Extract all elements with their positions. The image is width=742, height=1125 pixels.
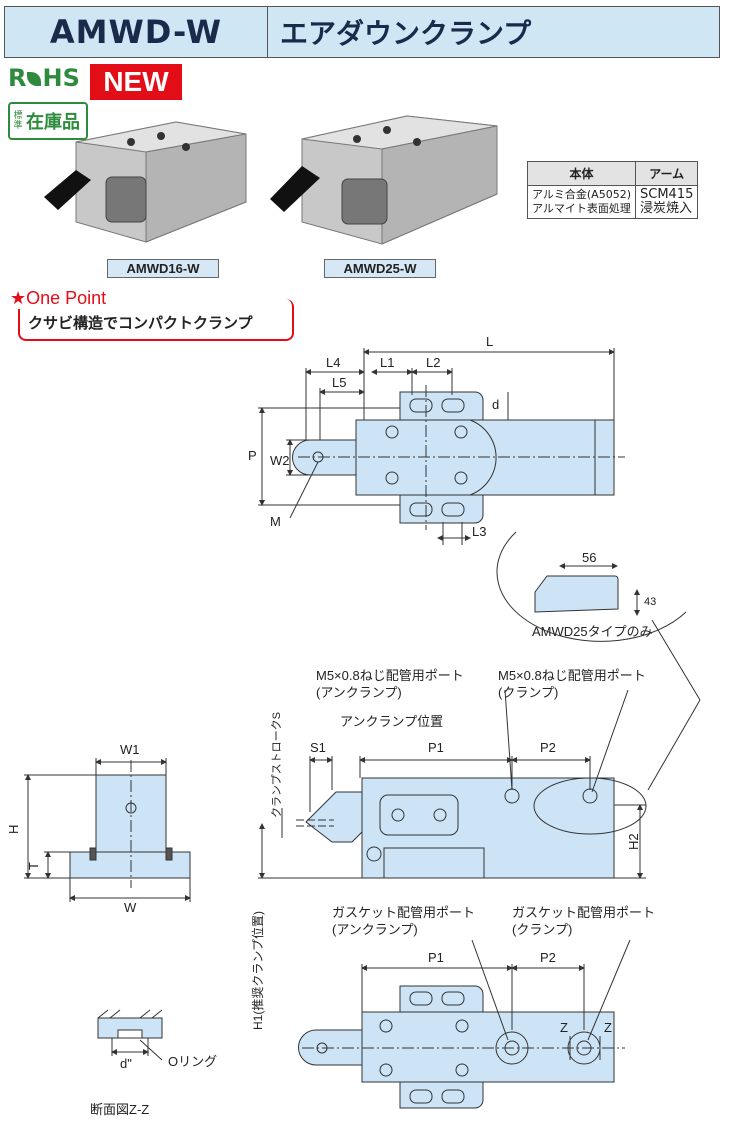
- h1-label: H1(推奨クランプ位置): [250, 911, 265, 1030]
- stock-badge: 標準 在庫品: [8, 102, 88, 140]
- dim-T: T: [26, 862, 41, 870]
- clamp-stroke-label: クランプストロークS: [270, 712, 283, 818]
- dim-L3: L3: [472, 524, 486, 539]
- m5-clamp-line2: (クランプ): [498, 685, 558, 700]
- arm-material-line1: SCM415: [640, 187, 694, 202]
- new-badge: NEW: [90, 64, 182, 100]
- dim-P: P: [248, 448, 257, 463]
- section-mark-left: Z: [560, 1020, 568, 1035]
- gasket-unclamp-line2: (アンクランプ): [332, 922, 418, 937]
- detail-height: 43: [644, 596, 656, 608]
- oring-label: Oリング: [168, 1054, 217, 1069]
- dim-P2: P2: [540, 740, 556, 755]
- body-material: アルミ合金(A5052)アルマイト表面処理: [527, 185, 636, 219]
- dim-W: W: [124, 900, 137, 915]
- dim-L5: L5: [332, 375, 346, 390]
- product-title: エアダウンクランプ: [280, 17, 532, 50]
- dim-P1-bottom: P1: [428, 950, 444, 965]
- title-bar: AMWD-W エアダウンクランプ: [4, 6, 720, 58]
- one-point-label: ★One Point: [10, 288, 111, 309]
- product-photo-amwd16: [44, 121, 247, 243]
- section-mark-right: Z: [604, 1020, 612, 1035]
- dim-d-double: d": [120, 1056, 132, 1071]
- unclamp-position: アンクランプ位置: [340, 714, 443, 729]
- m5-unclamp-line2: (アンクランプ): [316, 685, 402, 700]
- dim-H2: H2: [626, 833, 641, 850]
- body-material-line1: アルミ合金(A5052): [532, 188, 631, 201]
- caption-amwd25: AMWD25-W: [324, 259, 436, 278]
- dim-L: L: [486, 334, 493, 349]
- body-material-line2: アルマイト表面処理: [532, 202, 631, 215]
- dim-H: H: [6, 825, 21, 834]
- model-name: AMWD-W: [5, 7, 268, 57]
- gasket-unclamp-line1: ガスケット配管用ポート: [332, 905, 475, 920]
- arm-header: アーム: [634, 161, 699, 186]
- m5-unclamp-line1: M5×0.8ねじ配管用ポート: [316, 668, 464, 683]
- standard-label: 標準: [13, 111, 23, 131]
- dim-M: M: [270, 514, 281, 529]
- dim-P2-bottom: P2: [540, 950, 556, 965]
- dim-L2: L2: [426, 355, 440, 370]
- dim-d: d: [492, 397, 499, 412]
- gasket-clamp-line2: (クランプ): [512, 922, 572, 937]
- dim-W2: W2: [270, 453, 290, 468]
- gasket-clamp-line1: ガスケット配管用ポート: [512, 905, 655, 920]
- one-point-text: クサビ構造でコンパクトクランプ: [28, 314, 253, 332]
- dim-L1: L1: [380, 355, 394, 370]
- detail-note: AMWD25タイプのみ: [532, 624, 653, 639]
- m5-clamp-line1: M5×0.8ねじ配管用ポート: [498, 668, 646, 683]
- dim-S1: S1: [310, 740, 326, 755]
- one-point-box: [18, 299, 294, 341]
- section-title: 断面図Z-Z: [90, 1102, 149, 1117]
- dim-L4: L4: [326, 355, 340, 370]
- leaf-icon: [27, 72, 42, 86]
- dim-P1: P1: [428, 740, 444, 755]
- arm-material-line2: 浸炭焼入: [640, 201, 693, 216]
- in-stock-label: 在庫品: [26, 112, 80, 133]
- product-photo-amwd25: [270, 115, 498, 245]
- dim-W1: W1: [120, 742, 140, 757]
- detail-width: 56: [582, 550, 596, 565]
- caption-amwd16: AMWD16-W: [107, 259, 219, 278]
